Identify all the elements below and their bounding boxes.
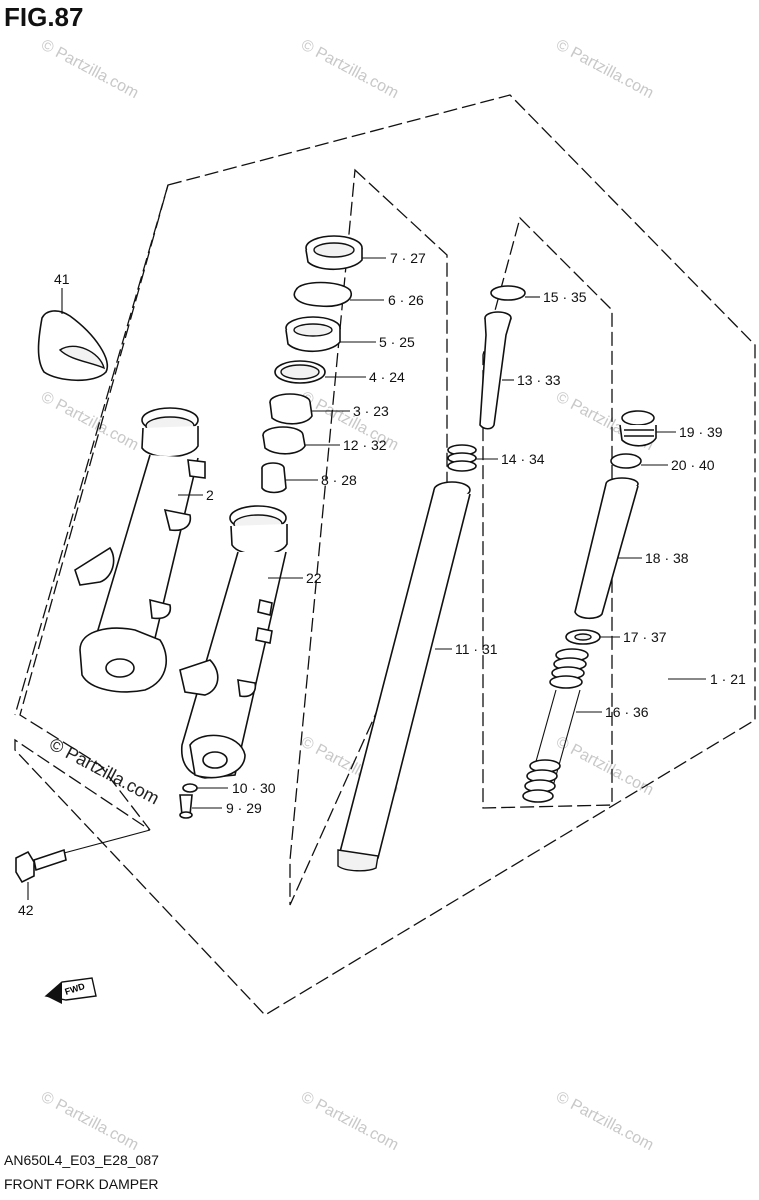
part-7-dust-seal[interactable] <box>305 235 386 271</box>
label-13: 13 · 33 <box>517 372 561 388</box>
assembly-outlines <box>14 94 756 1016</box>
label-3: 3 · 23 <box>353 403 389 419</box>
part-12-bushing[interactable] <box>262 426 340 455</box>
watermark-11: © Partzilla.com <box>553 1089 656 1155</box>
diagram-code: AN650L4_E03_E28_087 <box>4 1152 159 1168</box>
label-22: 22 <box>306 570 322 586</box>
part-13-damper-rod[interactable] <box>479 311 514 430</box>
part-4-washer[interactable] <box>274 360 366 384</box>
watermark-1: © Partzilla.com <box>38 37 141 103</box>
fwd-arrow-icon: FWD <box>44 977 97 1004</box>
diagram-title: FRONT FORK DAMPER <box>4 1176 159 1192</box>
label-20: 20 · 40 <box>671 457 715 473</box>
part-20-o-ring[interactable] <box>610 453 668 469</box>
watermark-10: © Partzilla.com <box>298 1089 401 1155</box>
label-41: 41 <box>54 271 70 287</box>
part-3-bushing[interactable] <box>269 393 350 425</box>
part-5-oil-seal[interactable] <box>285 316 376 353</box>
part-11-inner-tube[interactable] <box>337 481 471 872</box>
watermark-4: © Partzilla.com <box>38 389 141 455</box>
watermark-2: © Partzilla.com <box>298 37 401 103</box>
label-19: 19 · 39 <box>679 424 723 440</box>
figure-title: FIG.87 <box>4 2 84 32</box>
watermark-8: © Partzilla.com <box>553 734 656 800</box>
label-9: 9 · 29 <box>226 800 262 816</box>
part-22-outer-tube[interactable] <box>179 505 303 779</box>
part-16-fork-spring[interactable] <box>522 648 602 803</box>
part-9-screw[interactable] <box>179 794 222 819</box>
label-4: 4 · 24 <box>369 369 405 385</box>
label-7: 7 · 27 <box>390 250 426 266</box>
part-labels: 41 2 22 42 7 · 27 6 · 26 5 · 25 4 · 24 3… <box>18 250 746 918</box>
label-2: 2 <box>206 487 214 503</box>
part-2-outer-tube[interactable] <box>74 407 206 693</box>
label-10: 10 · 30 <box>232 780 276 796</box>
label-6: 6 · 26 <box>388 292 424 308</box>
part-8-oil-lock-piece[interactable] <box>261 462 318 494</box>
part-6-circlip[interactable] <box>293 281 384 308</box>
part-19-cap-bolt[interactable] <box>619 410 676 447</box>
label-11: 11 · 31 <box>455 641 498 657</box>
part-18-spacer[interactable] <box>574 477 642 620</box>
label-42: 42 <box>18 902 34 918</box>
label-5: 5 · 25 <box>379 334 415 350</box>
watermark-3: © Partzilla.com <box>553 37 656 103</box>
part-42-bolt[interactable] <box>15 829 151 900</box>
label-18: 18 · 38 <box>645 550 689 566</box>
part-41-cover[interactable] <box>37 288 109 382</box>
label-1: 1 · 21 <box>710 671 746 687</box>
label-12: 12 · 32 <box>343 437 387 453</box>
part-15-ring[interactable] <box>490 285 540 301</box>
label-16: 16 · 36 <box>605 704 649 720</box>
label-15: 15 · 35 <box>543 289 587 305</box>
label-17: 17 · 37 <box>623 629 667 645</box>
label-8: 8 · 28 <box>321 472 357 488</box>
part-10-washer[interactable] <box>182 783 228 793</box>
label-14: 14 · 34 <box>501 451 545 467</box>
part-17-washer[interactable] <box>565 629 620 645</box>
part-14-rebound-spring[interactable] <box>447 444 498 472</box>
watermark-9: © Partzilla.com <box>38 1089 141 1155</box>
